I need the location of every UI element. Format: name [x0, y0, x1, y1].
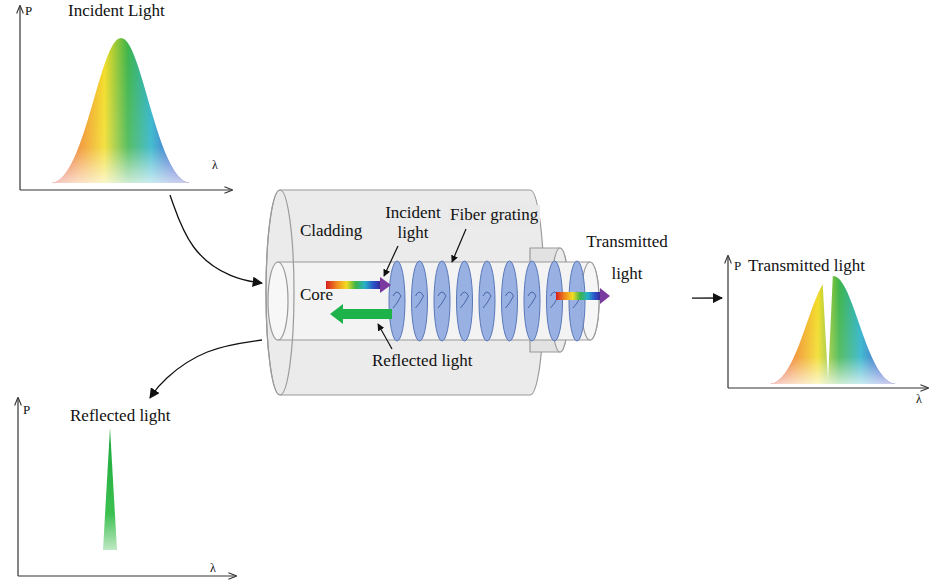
optical-fiber	[266, 190, 610, 395]
part-label: λ	[212, 158, 218, 172]
grating-discs	[389, 261, 585, 341]
part-label: Reflected light	[70, 406, 171, 426]
grating-disc	[479, 261, 495, 341]
grating-mark	[416, 292, 424, 308]
grating-mark	[528, 292, 536, 308]
grating-disc	[502, 261, 518, 341]
grating-mark	[483, 292, 491, 308]
part-label: λ	[916, 392, 922, 406]
grating-mark	[506, 292, 514, 308]
light-path-arrow	[692, 297, 722, 298]
part-label: Transmitted light	[572, 226, 682, 290]
part-label: Fiber grating	[448, 205, 540, 225]
incident-graph	[20, 6, 232, 190]
grating-disc	[434, 261, 450, 341]
grating-mark	[461, 292, 469, 308]
reflected-graph	[18, 398, 236, 576]
grating-disc	[412, 261, 428, 341]
grating-disc	[389, 261, 405, 341]
incident-graph-panel: P Incident Light λ	[5, 0, 240, 195]
fiber-node: CladdingCore Incident lightFiber gratingR…	[262, 185, 692, 400]
transmitted-graph	[728, 256, 928, 388]
axis-label: P	[23, 402, 30, 418]
axis-label: P	[734, 258, 741, 274]
part-label: Cladding	[300, 221, 362, 241]
grating-disc	[569, 261, 585, 341]
axis-label: P	[25, 3, 32, 19]
part-label: Transmitted light	[748, 256, 865, 276]
grating-disc	[457, 261, 473, 341]
light-path-arrow	[150, 340, 262, 398]
grating-mark	[438, 292, 446, 308]
reflected-graph-panel: P Reflected light λ	[5, 398, 240, 580]
transmitted-graph-panel: P Transmitted light λ	[722, 250, 930, 410]
part-label: Core	[300, 285, 333, 305]
grating-mark	[393, 292, 401, 308]
part-label: Incident light	[373, 203, 453, 244]
part-label: λ	[210, 561, 216, 575]
grating-disc	[547, 261, 563, 341]
light-path-arrow	[170, 195, 262, 283]
part-label: Incident Light	[68, 1, 165, 21]
part-label: Reflected light	[372, 351, 473, 371]
grating-disc	[524, 261, 540, 341]
